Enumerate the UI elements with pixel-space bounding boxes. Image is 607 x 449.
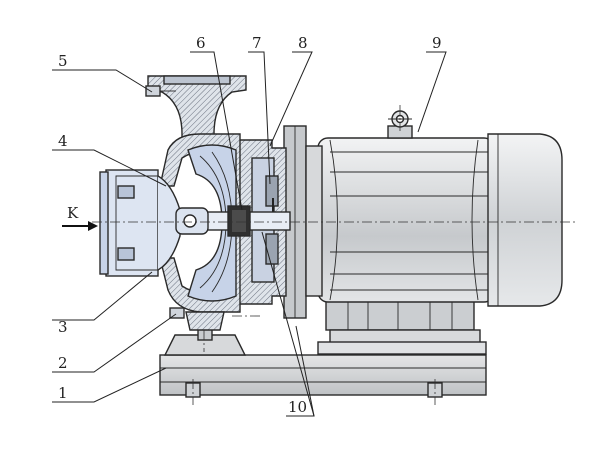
- motor-body: [317, 137, 495, 303]
- inlet-flow-arrow: K: [62, 204, 98, 231]
- base-plate: [159, 354, 487, 405]
- callout-7: 7: [252, 34, 262, 52]
- flow-label-k: K: [67, 204, 79, 222]
- callout-3: 3: [58, 318, 68, 336]
- motor-feet: [317, 299, 487, 355]
- callout-4: 4: [58, 132, 68, 150]
- motor-end-cap: [487, 133, 563, 307]
- suction-inlet: [99, 169, 181, 277]
- drain-plug: [169, 307, 185, 319]
- shaft-assembly: [175, 205, 291, 237]
- leader-lines: [52, 51, 447, 417]
- callout-6: 6: [196, 34, 206, 52]
- callout-5: 5: [58, 52, 68, 70]
- callout-9: 9: [432, 34, 442, 52]
- casing-stud: [145, 85, 176, 97]
- callout-8: 8: [298, 34, 308, 52]
- callout-1: 1: [58, 384, 68, 402]
- callout-2: 2: [58, 354, 68, 372]
- callout-labels: 1 2 3 4 5 6 7 8 9 10: [58, 34, 442, 416]
- lifting-eye: [387, 105, 413, 139]
- callout-10: 10: [288, 398, 307, 416]
